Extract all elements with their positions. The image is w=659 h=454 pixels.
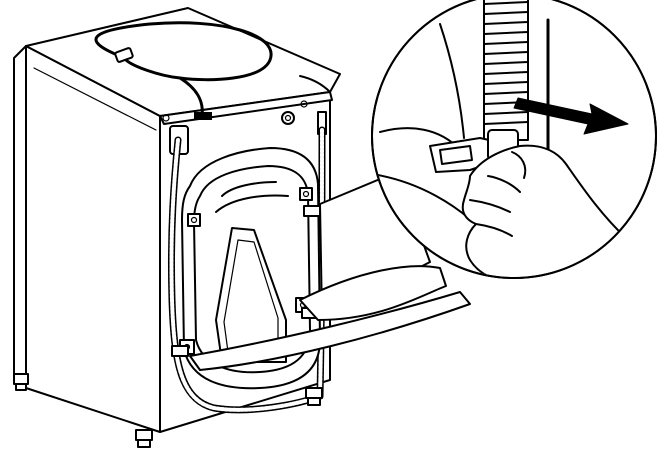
drain-hose-left-ribs — [169, 138, 322, 412]
water-inlet-valve — [281, 111, 295, 125]
zoom-band-lower — [299, 265, 447, 321]
arrow-right-icon — [513, 97, 629, 135]
detail-finger-3 — [487, 175, 521, 193]
foot-left-front-pad — [15, 383, 27, 391]
bracket-rib-2 — [215, 194, 289, 213]
foot-left-rear — [135, 429, 153, 441]
foot-left-front — [13, 373, 29, 385]
bolt-head-1 — [190, 216, 198, 224]
transport-bracket — [171, 147, 321, 390]
foot-right-rear-pad — [307, 397, 321, 406]
machine-top-cover — [25, 7, 341, 117]
detail-hose-clip-tab — [439, 145, 473, 165]
detail-circle-border — [371, 0, 657, 279]
bracket-rib-1 — [221, 181, 277, 197]
power-cord-loop — [94, 21, 273, 82]
water-inlet-valve-core — [284, 114, 292, 122]
rear-screw-top — [300, 100, 308, 108]
detail-panel-curve-3 — [439, 23, 465, 139]
side-panel-crease — [33, 67, 157, 131]
power-cord-icon — [94, 21, 273, 120]
power-plug — [114, 47, 134, 63]
bolt-head-2 — [302, 190, 310, 198]
pull-arrow — [513, 97, 629, 135]
detail-thumb — [511, 151, 527, 179]
hose-clip-upper — [303, 205, 321, 217]
machine-side-edge — [13, 45, 27, 389]
foot-left-rear-pad — [137, 439, 151, 448]
hose-clip-left — [171, 345, 189, 357]
bracket-bolt-top-left — [187, 213, 201, 227]
bracket-bolt-top-right — [299, 187, 313, 201]
rear-screw-left — [162, 114, 170, 122]
drain-hose — [167, 136, 324, 414]
detail-hose-ribs — [483, 1, 529, 125]
bracket-center-cutout — [215, 227, 287, 363]
machine-feet — [13, 373, 323, 448]
detail-finger-2 — [469, 199, 511, 213]
detail-hose — [483, 0, 529, 141]
zoom-band-bottom — [189, 291, 471, 371]
top-cover-edge — [299, 75, 331, 93]
foot-right-rear — [305, 387, 323, 399]
cord-clip — [194, 112, 212, 120]
detail-finger-1 — [475, 223, 513, 237]
